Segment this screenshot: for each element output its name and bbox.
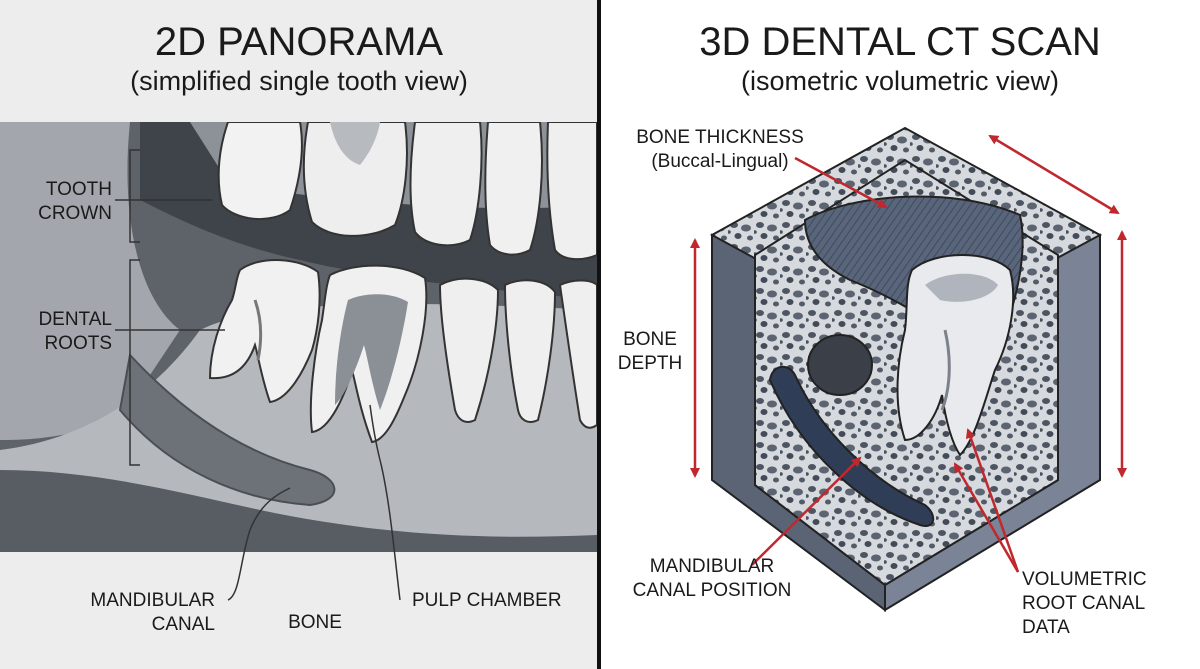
ct-volume-cube [709,126,1103,613]
label-canal-position-line1: MANDIBULAR [650,556,775,577]
panorama-xray-illustration [0,122,597,552]
right-panel: 3D DENTAL CT SCAN (isometric volumetric … [618,20,1147,638]
label-tooth-crown-line1: TOOTH [46,179,112,200]
left-subtitle: (simplified single tooth view) [130,66,468,96]
measurement-arrows [690,134,1127,573]
label-root-canal-line1: VOLUMETRIC [1022,569,1147,590]
label-root-canal-line3: DATA [1022,617,1070,638]
thickness-arrow [988,134,1120,215]
label-bone-depth-line2: DEPTH [618,353,682,374]
thickness-pointer [794,156,888,209]
label-bone-thickness-line2: (Buccal-Lingual) [651,151,788,172]
label-dental-roots-line1: DENTAL [38,309,112,330]
left-brackets [115,149,401,601]
left-panel: 2D PANORAMA (simplified single tooth vie… [0,0,598,669]
root-pointer-1 [953,462,1020,573]
panel-divider [597,0,601,669]
label-bone-depth-line1: BONE [623,329,677,350]
label-bone: BONE [288,612,342,633]
right-subtitle: (isometric volumetric view) [741,66,1059,96]
left-title: 2D PANORAMA [155,20,444,64]
label-pulp-chamber: PULP CHAMBER [412,590,562,611]
label-mandibular-canal-line2: CANAL [152,614,215,635]
label-root-canal-line2: ROOT CANAL [1022,593,1145,614]
root-pointer-2 [965,428,1020,573]
right-title: 3D DENTAL CT SCAN [699,20,1101,64]
label-canal-position-line2: CANAL POSITION [633,580,792,601]
label-mandibular-canal-line1: MANDIBULAR [90,590,215,611]
label-tooth-crown-line2: CROWN [38,203,112,224]
label-bone-thickness-line1: BONE THICKNESS [636,127,804,148]
label-dental-roots-line2: ROOTS [44,333,112,354]
canal-pointer [751,456,862,566]
